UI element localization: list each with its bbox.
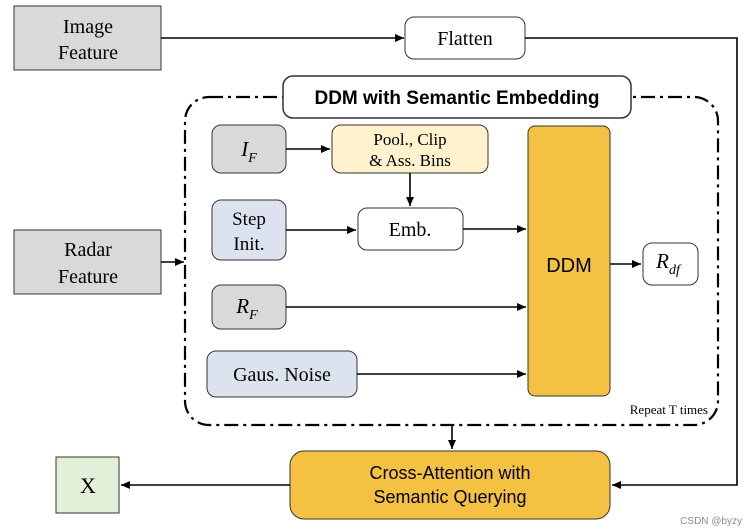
embedding-box: Emb. <box>357 207 464 251</box>
svg-text:Gaus. Noise: Gaus. Noise <box>233 364 331 386</box>
watermark: CSDN @byzy <box>680 516 742 527</box>
svg-text:Feature: Feature <box>58 266 118 288</box>
svg-text:Step: Step <box>232 209 266 230</box>
svg-text:Emb.: Emb. <box>389 219 432 241</box>
svg-text:Feature: Feature <box>58 42 118 64</box>
svg-text:Radar: Radar <box>64 239 112 261</box>
svg-text:IF: IF <box>240 137 257 166</box>
flatten-box: Flatten <box>404 16 526 60</box>
svg-text:X: X <box>80 473 96 498</box>
svg-text:Pool., Clip: Pool., Clip <box>373 130 446 149</box>
svg-text:Flatten: Flatten <box>437 28 493 50</box>
arrow-flatten-to-cross-attention <box>525 37 738 489</box>
svg-text:Rdf: Rdf <box>655 249 682 278</box>
step-init-box: Step Init. <box>211 199 287 261</box>
image-feature-box: Image Feature <box>13 5 162 71</box>
svg-text:Init.: Init. <box>233 234 264 255</box>
radar-feature-input-box: RF <box>211 284 287 330</box>
radar-denoised-output-box: Rdf <box>642 242 699 286</box>
ddm-group-frame <box>183 95 720 427</box>
output-box: X <box>55 456 120 514</box>
image-feature-input-box: IF <box>211 124 287 174</box>
svg-text:& Ass. Bins: & Ass. Bins <box>369 151 451 170</box>
svg-text:RF: RF <box>235 294 258 323</box>
repeat-label: Repeat T times <box>630 402 708 417</box>
radar-feature-box: Radar Feature <box>13 229 162 295</box>
group-title: DDM with Semantic Embedding <box>314 88 599 109</box>
group-title-box: DDM with Semantic Embedding <box>282 75 632 119</box>
connectors <box>121 34 738 489</box>
svg-text:Semantic Querying: Semantic Querying <box>373 487 526 507</box>
svg-text:DDM: DDM <box>546 255 592 277</box>
cross-attention-box: Cross-Attention with Semantic Querying <box>289 450 611 520</box>
svg-text:Cross-Attention with: Cross-Attention with <box>369 463 530 483</box>
gaussian-noise-box: Gaus. Noise <box>206 350 358 398</box>
ddm-box: DDM <box>527 125 611 397</box>
pool-clip-bins-box: Pool., Clip & Ass. Bins <box>331 124 489 174</box>
svg-text:Image: Image <box>63 16 113 38</box>
